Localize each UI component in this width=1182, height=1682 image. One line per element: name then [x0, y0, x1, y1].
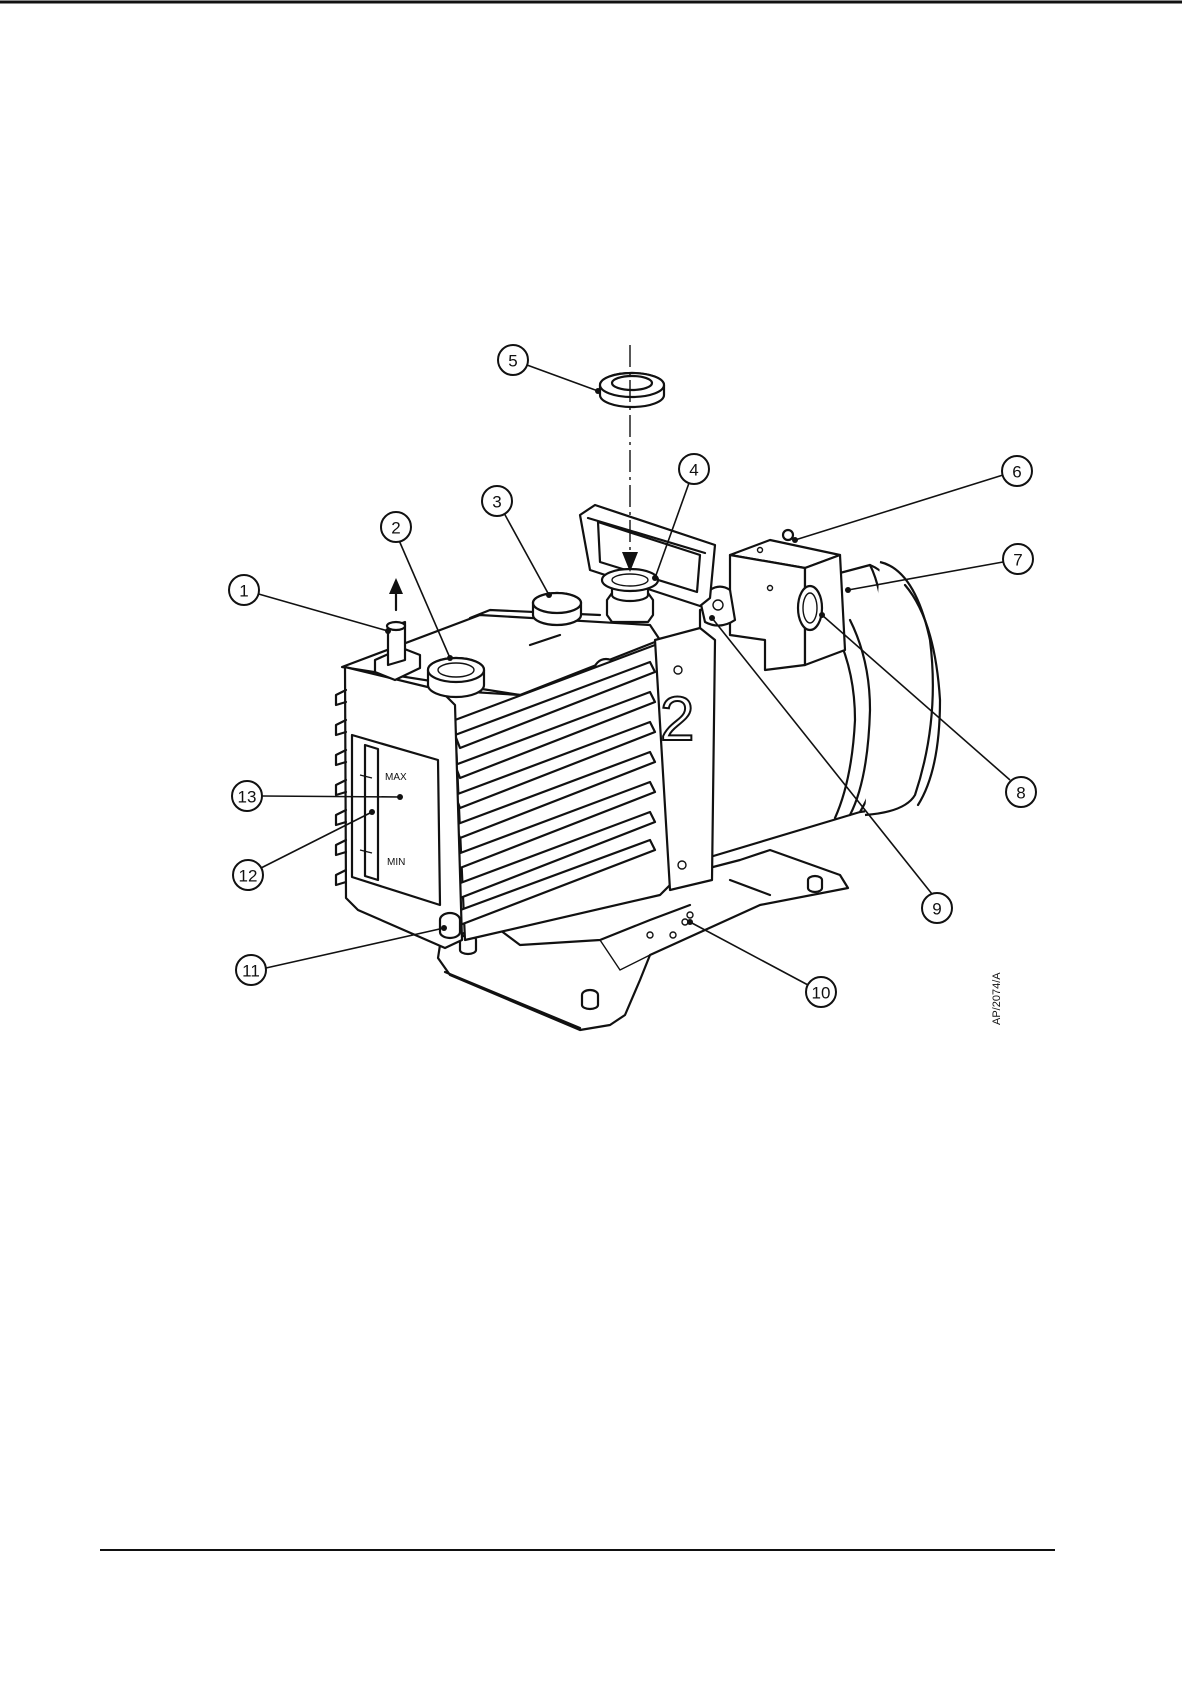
callout-1-label: 1	[239, 582, 248, 601]
callout-2-label: 2	[391, 519, 400, 538]
callout-4-label: 4	[689, 461, 698, 480]
body-number: 2	[660, 685, 694, 754]
pump-illustration: 2 MAX MIN	[336, 345, 940, 1030]
callout-10-label: 10	[812, 984, 831, 1003]
callout-9-label: 9	[932, 900, 941, 919]
callout-6-label: 6	[1012, 463, 1021, 482]
oil-filler-plug	[428, 658, 484, 697]
callout-8-label: 8	[1016, 784, 1025, 803]
gauge-min-label: MIN	[387, 857, 405, 868]
inlet-cap	[600, 373, 664, 407]
oil-sight-glass: MAX MIN	[352, 735, 440, 905]
gauge-max-label: MAX	[385, 772, 407, 783]
callout-12-label: 12	[239, 867, 258, 886]
inlet-fitting	[602, 569, 658, 622]
callout-7-label: 7	[1013, 551, 1022, 570]
figure-reference: AP/2074/A	[991, 972, 1003, 1025]
callout-11-label: 11	[242, 962, 260, 981]
callout-13-label: 13	[238, 788, 257, 807]
callout-5-label: 5	[508, 352, 517, 371]
callout-3-label: 3	[492, 493, 501, 512]
plug-3	[533, 593, 581, 625]
